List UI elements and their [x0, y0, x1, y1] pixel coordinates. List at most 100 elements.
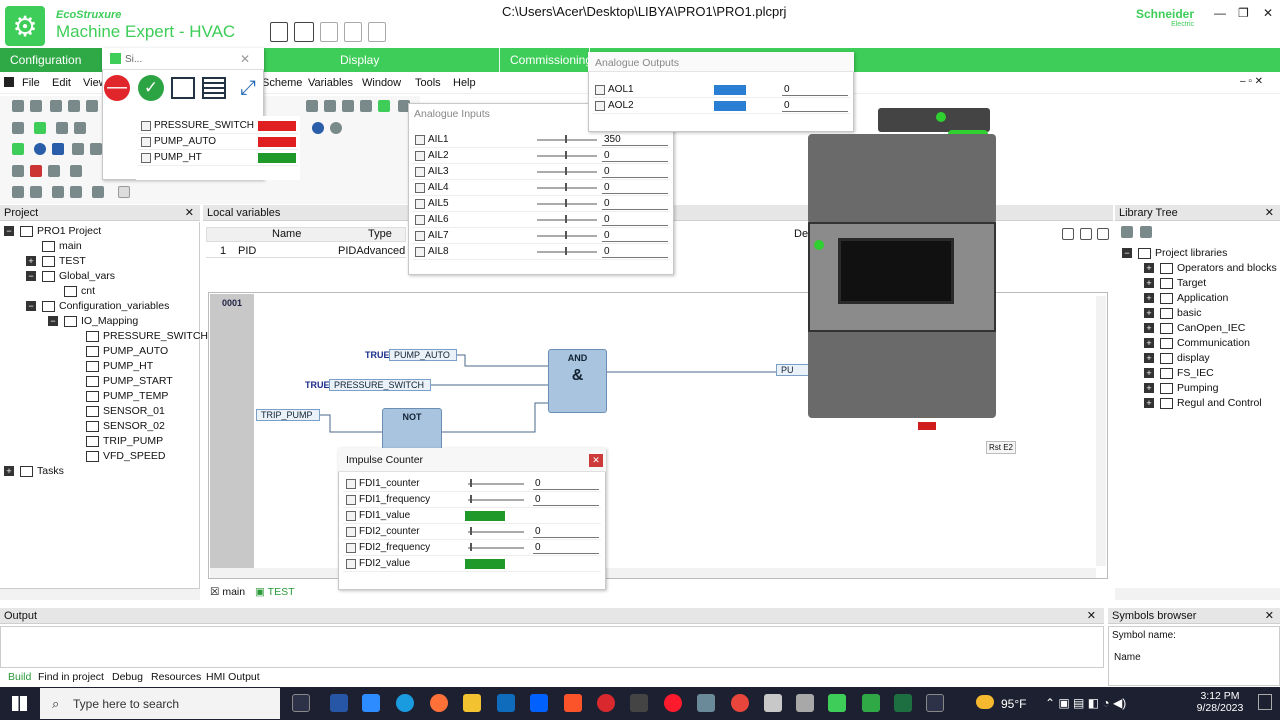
simulator-close-icon[interactable]: ✕: [240, 52, 251, 66]
value-slider[interactable]: [468, 527, 524, 535]
scheme-tool-5-icon[interactable]: [378, 100, 390, 112]
redo-icon[interactable]: [30, 100, 42, 112]
simulator-titlebar[interactable]: [102, 48, 264, 70]
opera-icon[interactable]: [664, 694, 682, 712]
properties-icon[interactable]: [1097, 228, 1109, 240]
logo-soft-icon[interactable]: [630, 694, 648, 712]
app-icon[interactable]: [764, 694, 782, 712]
pin-output[interactable]: PU: [776, 364, 812, 376]
scheme-tool-3-icon[interactable]: [342, 100, 354, 112]
project-tree-item[interactable]: −Configuration_variables: [0, 299, 199, 314]
tab-resources[interactable]: Resources: [151, 671, 202, 683]
library-root[interactable]: −Project libraries: [1122, 246, 1280, 261]
library-item[interactable]: +CanOpen_IEC: [1122, 321, 1280, 336]
scheme-tool-4-icon[interactable]: [360, 100, 372, 112]
io-panel-icon[interactable]: [171, 77, 195, 99]
maximize-button[interactable]: ❐: [1238, 6, 1249, 20]
project-tree-item[interactable]: +main: [0, 239, 199, 254]
library-item[interactable]: +FS_IEC: [1122, 366, 1280, 381]
pin-pump-auto[interactable]: PUMP_AUTO: [389, 349, 457, 361]
value-slider[interactable]: [537, 135, 597, 143]
step-icon[interactable]: [52, 143, 64, 155]
impulse-close-button[interactable]: ✕: [589, 454, 603, 467]
tab-display[interactable]: Display: [330, 48, 500, 72]
value-slider[interactable]: [537, 247, 597, 255]
project-tree-item[interactable]: +Tasks: [0, 464, 199, 479]
tray-icons[interactable]: ⌃ ▣ ▤ ◧ ◔ ◀): [1045, 696, 1127, 710]
rst-label[interactable]: Rst E2: [986, 441, 1017, 454]
copy-icon[interactable]: [68, 100, 80, 112]
analogue-input-value[interactable]: 0: [602, 213, 668, 226]
col-type-header[interactable]: Type: [368, 228, 392, 240]
project-tree-item[interactable]: −IO_Mapping: [0, 314, 199, 329]
tab-hmi-output[interactable]: HMI Output: [206, 671, 260, 683]
open-folder-icon[interactable]: [294, 22, 314, 42]
collapse-icon[interactable]: −: [4, 226, 14, 237]
nav-forward-icon[interactable]: [330, 122, 342, 134]
local-var-row[interactable]: [206, 243, 406, 258]
cut-icon[interactable]: [50, 100, 62, 112]
zoom-icon[interactable]: [48, 165, 60, 177]
expand-icon[interactable]: +: [1144, 308, 1154, 319]
digital-state-bar[interactable]: [258, 121, 296, 131]
menu-view[interactable]: View: [83, 77, 107, 89]
library-item[interactable]: +display: [1122, 351, 1280, 366]
analogue-input-value[interactable]: 0: [602, 149, 668, 162]
watch-icon[interactable]: [72, 143, 84, 155]
impulse-value[interactable]: 0: [533, 493, 599, 506]
expand-icon[interactable]: +: [1144, 278, 1154, 289]
expand-icon[interactable]: +: [1144, 263, 1154, 274]
project-tree-item[interactable]: −PRO1 Project: [0, 224, 199, 239]
value-slider[interactable]: [537, 167, 597, 175]
tab-find-in-project[interactable]: Find in project: [38, 671, 104, 683]
project-tree-item[interactable]: +PUMP_HT: [0, 359, 199, 374]
library-item[interactable]: +Communication: [1122, 336, 1280, 351]
menu-scheme[interactable]: Scheme: [262, 77, 303, 89]
project-tree-item[interactable]: +PUMP_START: [0, 374, 199, 389]
nav-back-icon[interactable]: [312, 122, 324, 134]
download-icon[interactable]: [368, 22, 386, 42]
analogue-input-value[interactable]: 350: [602, 133, 668, 146]
value-slider[interactable]: [537, 151, 597, 159]
taskbar-search[interactable]: [40, 688, 280, 719]
excel-icon[interactable]: [894, 694, 912, 712]
pointer-icon[interactable]: [12, 165, 24, 177]
editor-hscroll[interactable]: [210, 568, 1096, 578]
notifications-icon[interactable]: [1258, 694, 1272, 710]
expand-icon[interactable]: +: [26, 256, 36, 267]
breakpoint-list-icon[interactable]: [90, 143, 102, 155]
analogue-input-value[interactable]: 0: [602, 229, 668, 242]
digital-state-bar[interactable]: [465, 511, 505, 521]
align-left-icon[interactable]: [12, 186, 24, 198]
project-tree-item[interactable]: +SENSOR_01: [0, 404, 199, 419]
tab-debug[interactable]: Debug: [112, 671, 143, 683]
close-button[interactable]: ✕: [1263, 6, 1274, 20]
tools-app-icon[interactable]: [697, 694, 715, 712]
simulator-app-icon[interactable]: [862, 694, 880, 712]
project-tree-item[interactable]: +PUMP_TEMP: [0, 389, 199, 404]
app-menu-icon[interactable]: [4, 77, 14, 87]
project-tree-item[interactable]: +PRESSURE_SWITCH: [0, 329, 208, 344]
grid-view-icon[interactable]: [1062, 228, 1074, 240]
analogue-input-value[interactable]: 0: [602, 181, 668, 194]
file-explorer-icon[interactable]: [463, 694, 481, 712]
project-tree-item[interactable]: −Global_vars: [0, 269, 199, 284]
tab-build[interactable]: Build: [8, 671, 32, 683]
expand-icon[interactable]: +: [1144, 368, 1154, 379]
connect-icon[interactable]: [56, 122, 68, 134]
var-name-cell[interactable]: PID: [238, 245, 257, 257]
expand-icon[interactable]: +: [1144, 338, 1154, 349]
analogue-output-value[interactable]: 0: [782, 99, 848, 112]
menu-file[interactable]: File: [22, 77, 40, 89]
registers-icon[interactable]: [202, 77, 226, 99]
library-add-icon[interactable]: [1121, 226, 1133, 238]
digital-state-bar[interactable]: [258, 153, 296, 163]
minimize-button[interactable]: —: [1214, 6, 1226, 20]
expand-icon[interactable]: ⤢: [240, 77, 256, 99]
library-item[interactable]: +Operators and blocks: [1122, 261, 1280, 276]
simulate-icon[interactable]: [12, 143, 24, 155]
align-center-icon[interactable]: [30, 186, 42, 198]
project-tree-item[interactable]: +PUMP_AUTO: [0, 344, 199, 359]
weather-temp[interactable]: 95°F: [1001, 697, 1027, 711]
